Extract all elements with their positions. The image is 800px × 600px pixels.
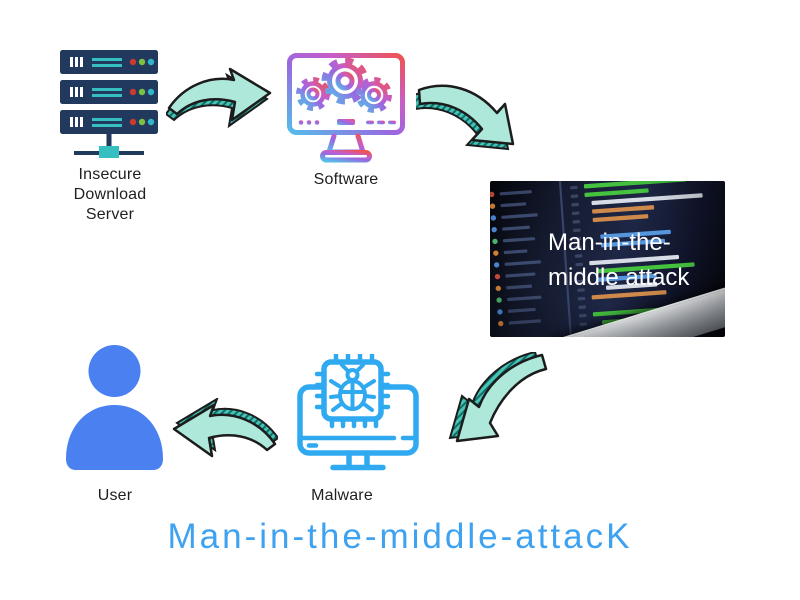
- malware-label: Malware: [311, 487, 373, 504]
- arrow-malware-to-user-icon: [172, 398, 278, 458]
- software-label: Software: [313, 171, 379, 188]
- server-stack-icon: [60, 50, 158, 158]
- mitm-laptop-photo: Man-in-the- middle attack: [490, 181, 725, 337]
- user-label: User: [97, 487, 133, 504]
- arrow-mitm-to-malware-icon: [448, 352, 548, 443]
- malware-icon: [297, 354, 419, 471]
- diagram-title: Man-in-the-middle-attacK: [167, 517, 633, 556]
- arrow-software-to-mitm-icon: [416, 84, 515, 151]
- software-icon: [287, 53, 405, 163]
- arrow-server-to-software-icon: [166, 67, 272, 128]
- photo-caption: Man-in-the- middle attack: [548, 229, 690, 291]
- user-icon: [66, 345, 163, 470]
- server-label: Insecure Download Server: [73, 166, 147, 223]
